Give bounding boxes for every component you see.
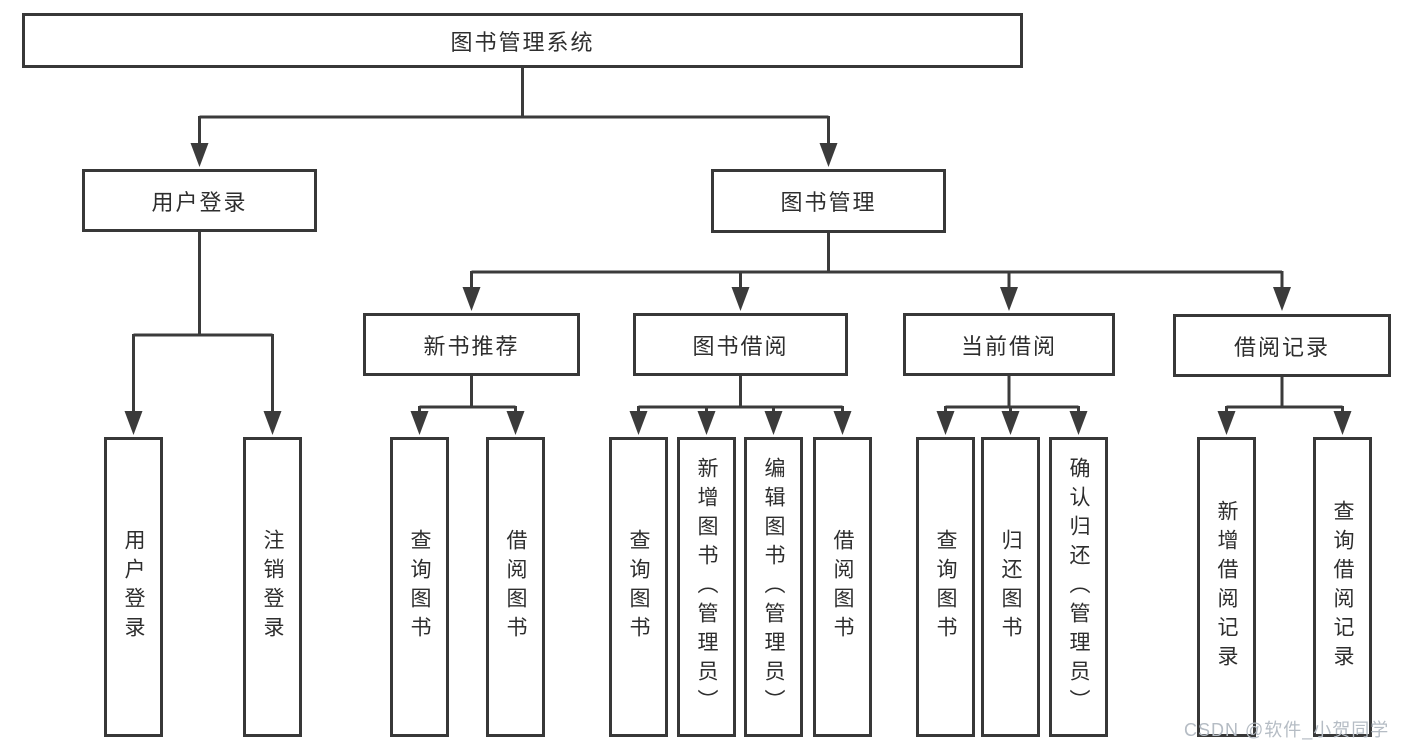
arrow-icon — [124, 411, 143, 435]
node-current-borrow-label: 当前借阅 — [960, 333, 1057, 359]
arrow-icon — [764, 411, 783, 435]
arrow-icon — [1000, 287, 1018, 311]
node-book-borrow: 图书借阅 — [633, 313, 848, 376]
leaf-query-borrow-record: 查询借阅记录 — [1313, 437, 1372, 737]
node-borrow-records-label: 借阅记录 — [1233, 334, 1330, 360]
arrow-icon — [263, 411, 282, 435]
leaf-user-login: 用户登录 — [104, 437, 163, 737]
arrow-icon — [410, 411, 429, 435]
node-new-book-recommend: 新书推荐 — [363, 313, 580, 376]
arrow-icon — [1333, 411, 1352, 435]
node-current-borrow: 当前借阅 — [903, 313, 1115, 376]
node-root: 图书管理系统 — [22, 13, 1023, 68]
arrow-icon — [1001, 411, 1020, 435]
node-book-management: 图书管理 — [711, 169, 946, 233]
arrow-icon — [1217, 411, 1236, 435]
leaf-add-books-admin-label: 新增图书（管理员） — [695, 456, 718, 718]
leaf-user-login-label: 用户登录 — [122, 529, 145, 645]
node-book-borrow-label: 图书借阅 — [692, 333, 789, 359]
leaf-borrow-books-borrow: 借阅图书 — [813, 437, 872, 737]
node-book-management-label: 图书管理 — [780, 190, 877, 215]
leaf-logout-label: 注销登录 — [261, 529, 284, 645]
arrow-icon — [190, 143, 209, 167]
leaf-return-books-label: 归还图书 — [999, 529, 1022, 645]
node-user-login: 用户登录 — [82, 169, 317, 232]
arrow-icon — [629, 411, 648, 435]
leaf-confirm-return-admin: 确认归还（管理员） — [1049, 437, 1108, 737]
leaf-query-books-recommend-label: 查询图书 — [408, 529, 431, 645]
leaf-borrow-books-borrow-label: 借阅图书 — [831, 529, 854, 645]
node-borrow-records: 借阅记录 — [1173, 314, 1391, 377]
leaf-edit-books-admin-label: 编辑图书（管理员） — [762, 456, 785, 718]
leaf-query-books-current-label: 查询图书 — [934, 529, 957, 645]
node-user-login-label: 用户登录 — [151, 189, 248, 215]
csdn-watermark: CSDN @软件_小贺同学 — [1184, 720, 1390, 740]
leaf-borrow-books-recommend: 借阅图书 — [486, 437, 545, 737]
leaf-query-books-recommend: 查询图书 — [390, 437, 449, 737]
leaf-query-books-borrow: 查询图书 — [609, 437, 668, 737]
leaf-query-borrow-record-label: 查询借阅记录 — [1331, 500, 1354, 674]
leaf-return-books: 归还图书 — [981, 437, 1040, 737]
leaf-add-borrow-record-label: 新增借阅记录 — [1215, 500, 1238, 674]
node-root-label: 图书管理系统 — [450, 29, 595, 55]
leaf-query-books-current: 查询图书 — [916, 437, 975, 737]
arrow-icon — [506, 411, 525, 435]
arrow-icon — [833, 411, 852, 435]
leaf-borrow-books-recommend-label: 借阅图书 — [504, 529, 527, 645]
arrow-icon — [819, 143, 838, 167]
arrow-icon — [697, 411, 716, 435]
arrow-icon — [936, 411, 955, 435]
leaf-edit-books-admin: 编辑图书（管理员） — [744, 437, 803, 737]
leaf-add-books-admin: 新增图书（管理员） — [677, 437, 736, 737]
arrow-icon — [1069, 411, 1088, 435]
leaf-logout: 注销登录 — [243, 437, 302, 737]
arrow-icon — [731, 287, 750, 311]
leaf-query-books-borrow-label: 查询图书 — [627, 529, 650, 645]
arrow-icon — [462, 287, 481, 311]
leaf-add-borrow-record: 新增借阅记录 — [1197, 437, 1256, 737]
arrow-icon — [1273, 287, 1291, 311]
node-new-book-recommend-label: 新书推荐 — [423, 333, 520, 359]
leaf-confirm-return-admin-label: 确认归还（管理员） — [1067, 456, 1090, 718]
